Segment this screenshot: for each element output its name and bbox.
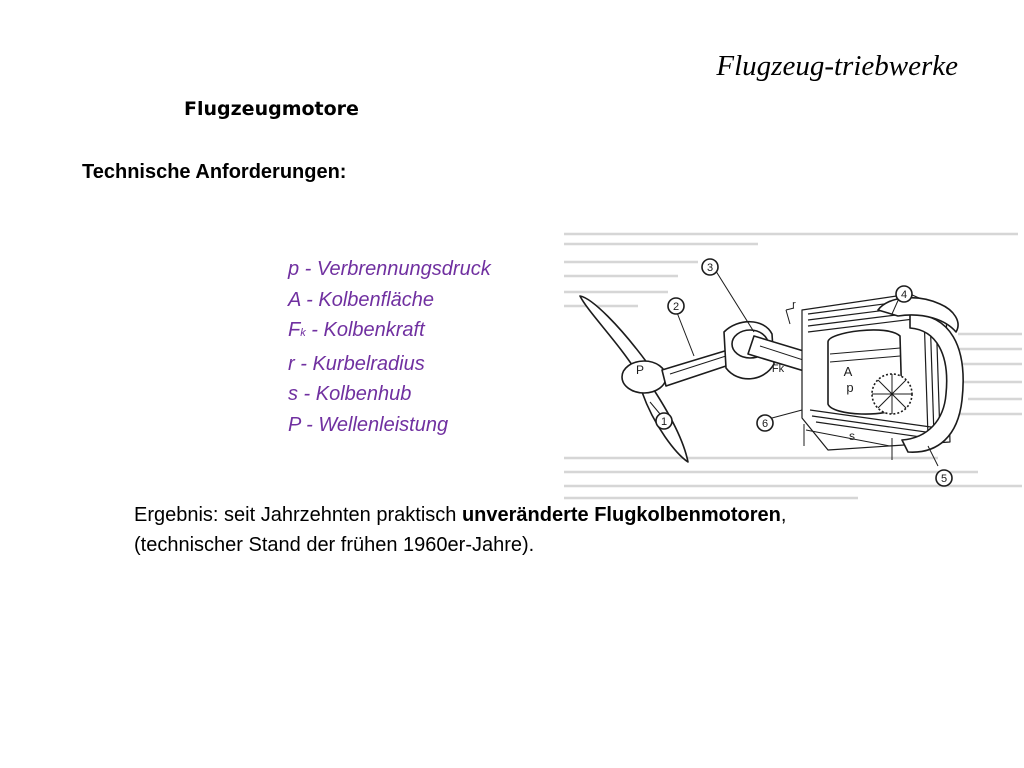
- label-5: 5: [941, 473, 947, 485]
- section-title: Flugzeugmotore: [184, 98, 359, 120]
- legend-item: P - Wellenleistung: [288, 410, 491, 441]
- radius-marker: [785, 307, 795, 325]
- scan-background: [564, 232, 1022, 500]
- label-circle-4: [895, 285, 913, 303]
- legend-subscript: k: [300, 327, 306, 340]
- legend-item: A - Kolbenfläche: [288, 285, 491, 316]
- label-circles: [655, 258, 953, 487]
- legend-text: - Kolbenkraft: [305, 319, 425, 342]
- cylinder-head: [901, 313, 964, 453]
- legend-item: Fk - Kolbenkraft: [288, 315, 491, 349]
- burst-rays: [872, 374, 912, 414]
- result-line-1: Ergebnis: seit Jahrzehnten praktisch unv…: [134, 500, 786, 530]
- legend-list: p - Verbrennungsdruck A - Kolbenfläche F…: [288, 254, 491, 441]
- label-circle-2: [667, 297, 685, 315]
- result-line-2: (technischer Stand der frühen 1960er-Jah…: [134, 534, 535, 556]
- slide-title: Flugzeug-triebwerke: [716, 50, 958, 82]
- label-A: A: [844, 364, 853, 379]
- label-r: r: [792, 299, 796, 311]
- legend-symbol: F: [288, 319, 301, 342]
- label-2: 2: [673, 301, 679, 313]
- legend-text: - Verbrennungsdruck: [299, 258, 491, 280]
- label-1: 1: [661, 416, 667, 428]
- crankshaft: [661, 349, 733, 387]
- label-Fk: Fk: [772, 363, 785, 375]
- legend-text: - Kurbelradius: [294, 352, 425, 375]
- result-suffix: ,: [780, 504, 787, 526]
- label-circle-3: [701, 258, 719, 276]
- label-P: P: [636, 363, 644, 377]
- legend-symbol: A: [288, 288, 301, 311]
- engine-drawing: [579, 258, 964, 487]
- diagram-labels: 3 2 4 1 6 5 P A p Fk r s: [636, 262, 947, 485]
- legend-item: p - Verbrennungsdruck: [288, 254, 491, 285]
- propeller-blade-upper: [579, 295, 649, 375]
- legend-text: - Kolbenhub: [298, 383, 412, 406]
- label-3: 3: [707, 262, 713, 274]
- stroke-dimension: [803, 424, 893, 460]
- legend-symbol: P: [288, 413, 301, 436]
- legend-text: - Kolbenfläche: [300, 288, 435, 311]
- result-text: Ergebnis: seit Jahrzehnten praktisch unv…: [134, 500, 786, 560]
- legend-text: - Wellenleistung: [300, 413, 449, 436]
- legend-item: s - Kolbenhub: [288, 379, 491, 410]
- leader-lines: [649, 267, 939, 467]
- label-circle-6: [756, 414, 774, 432]
- engine-diagram: 3 2 4 1 6 5 P A p Fk r s: [564, 232, 1022, 500]
- legend-symbol: r: [288, 352, 295, 375]
- label-s: s: [849, 429, 855, 443]
- legend-item: r - Kurbelradius: [288, 349, 491, 380]
- label-6: 6: [762, 418, 768, 430]
- label-p: p: [846, 380, 853, 395]
- label-circle-1: [655, 412, 673, 430]
- subtitle: Technische Anforderungen:: [82, 161, 347, 183]
- result-prefix: Ergebnis: seit Jahrzehnten praktisch: [134, 504, 462, 526]
- label-4: 4: [901, 289, 907, 301]
- result-emphasis: unveränderte Flugkolbenmotoren: [461, 504, 781, 526]
- label-circle-5: [935, 469, 953, 487]
- legend-symbol: s: [288, 383, 298, 406]
- legend-symbol: p: [288, 258, 300, 280]
